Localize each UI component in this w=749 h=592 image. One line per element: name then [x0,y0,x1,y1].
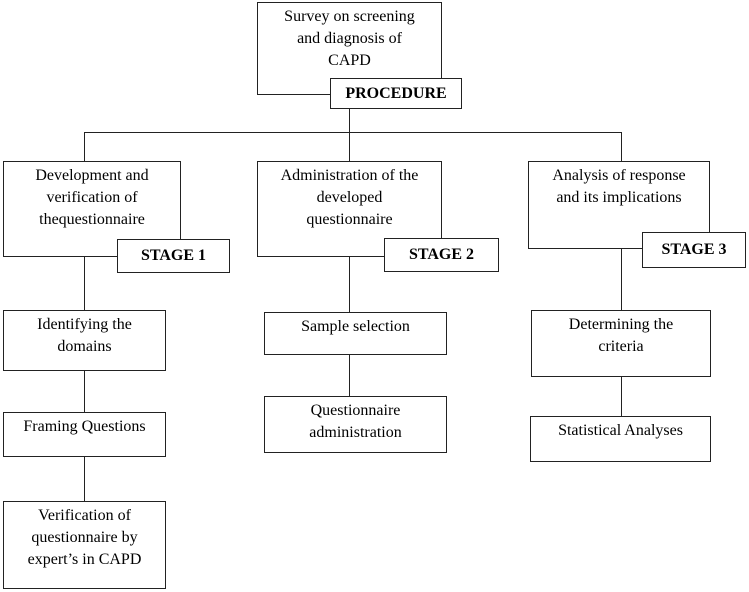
connector-stage-bus [84,132,622,133]
stage2-step-sample-selection: Sample selection [264,312,447,355]
stage2-tag: STAGE 2 [384,238,499,272]
connector-stage1-step2 [84,370,85,412]
step-line: questionnaire by [31,529,138,546]
stage3-line: and its implications [556,189,682,206]
step-line: Identifying the [37,316,132,333]
root-line: and diagnosis of [297,30,402,47]
stage3-step-determining-criteria: Determining the criteria [531,310,711,377]
stage1-tag: STAGE 1 [117,239,230,273]
connector-stage2-step2 [349,354,350,396]
connector-stage3-step2 [621,376,622,416]
step-line: Questionnaire [310,402,401,419]
step-line: Statistical Analyses [558,422,683,439]
step-line: Framing Questions [23,418,146,435]
connector-stage1-step3 [84,456,85,501]
stage3-line: Analysis of response [552,167,686,184]
step-line: expert’s in CAPD [27,551,142,568]
stage2-step-questionnaire-administration: Questionnaire administration [264,396,447,453]
stage2-line: questionnaire [306,211,393,228]
connector-bus-stage3 [621,132,622,161]
stage1-step-framing-questions: Framing Questions [3,412,166,457]
connector-stage1-step1 [84,256,85,310]
step-line: Determining the [568,316,674,333]
procedure-tag: PROCEDURE [330,78,462,109]
step-line: Verification of [38,507,131,524]
connector-bus-stage2 [349,132,350,161]
connector-root-trunk [349,108,350,133]
stage1-line: Development and [35,167,149,184]
root-line: Survey on screening [284,8,415,25]
stage3-tag: STAGE 3 [642,232,746,268]
stage1-line: verification of [46,189,138,206]
stage2-line: Administration of the [280,167,419,184]
step-line: domains [57,338,112,355]
connector-stage3-step1 [621,248,622,310]
stage2-line: developed [316,189,383,206]
stage1-step-identifying-domains: Identifying the domains [3,310,166,371]
step-line: criteria [598,338,644,355]
stage1-step-expert-verification: Verification of questionnaire by expert’… [3,501,166,589]
stage1-line: thequestionnaire [39,211,145,228]
step-line: Sample selection [301,318,410,335]
connector-bus-stage1 [84,132,85,161]
stage3-step-statistical-analyses: Statistical Analyses [530,416,711,462]
root-line: CAPD [328,52,371,69]
connector-stage2-step1 [349,256,350,312]
step-line: administration [309,424,402,441]
